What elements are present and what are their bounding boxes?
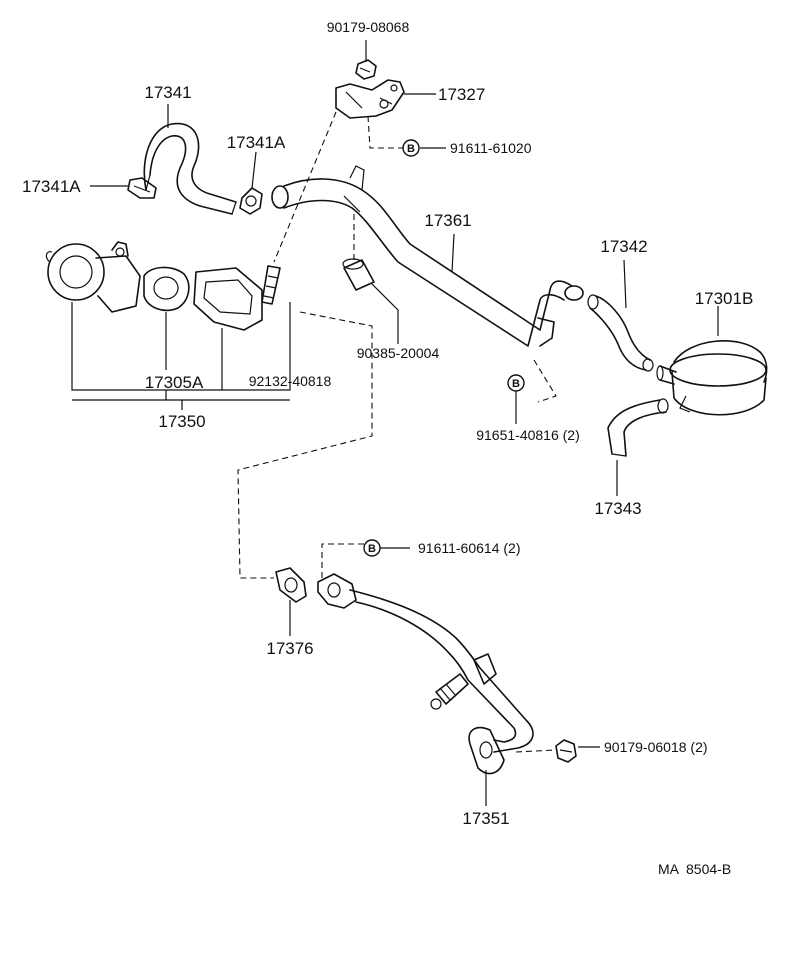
- part-labels: 90179-08068 17327 17341 91611-61020 1734…: [22, 19, 753, 877]
- label-17341A-left: 17341A: [22, 177, 81, 196]
- label-90179-08068: 90179-08068: [327, 19, 410, 35]
- label-90385-20004: 90385-20004: [357, 345, 440, 361]
- label-17361: 17361: [424, 211, 471, 230]
- svg-text:B: B: [407, 143, 415, 155]
- hose-17341: [143, 122, 237, 215]
- gasket-17305A: [143, 266, 190, 312]
- drawing-code: MA 8504-B: [658, 861, 731, 877]
- label-17305A: 17305A: [145, 373, 204, 392]
- label-17341: 17341: [144, 83, 191, 102]
- svg-text:B: B: [368, 543, 376, 555]
- nut-90179-06018: [555, 739, 577, 763]
- label-90179-06018: 90179-06018 (2): [604, 739, 708, 755]
- label-17350: 17350: [158, 412, 205, 431]
- hose-17343: [607, 398, 669, 457]
- label-91611-61020: 91611-61020: [450, 140, 532, 156]
- label-17342: 17342: [600, 237, 647, 256]
- label-17351: 17351: [462, 809, 509, 828]
- clip-17341A-right: [239, 187, 263, 215]
- label-91611-60614: 91611-60614 (2): [418, 540, 520, 556]
- pipe-17361: [271, 165, 584, 347]
- label-17376: 17376: [266, 639, 313, 658]
- label-17327: 17327: [438, 85, 485, 104]
- label-17341A-upper: 17341A: [227, 133, 286, 152]
- label-17301B: 17301B: [695, 289, 754, 308]
- pipe-17351: [317, 573, 534, 775]
- sleeve-90385-20004: [342, 258, 375, 291]
- bolt-marker-91611-61020: B: [402, 139, 420, 157]
- bracket-17327: [335, 79, 405, 119]
- nut-90179-08068: [355, 59, 377, 80]
- stud-92132-40818: [261, 265, 281, 305]
- label-92132-40818: 92132-40818: [249, 373, 332, 389]
- svg-text:B: B: [512, 378, 520, 390]
- reed-valve-17301B: [656, 340, 768, 416]
- gasket-17376: [275, 567, 307, 603]
- air-valve-assembly-17350: [45, 241, 141, 313]
- bolt-marker-91651-40816: B: [507, 374, 525, 392]
- hose-17342: [587, 294, 654, 372]
- leader-lines: [71, 40, 719, 806]
- label-91651-40816: 91651-40816 (2): [476, 427, 580, 443]
- bolt-marker-91611-60614: B: [363, 539, 381, 557]
- dashed-lines: [237, 111, 557, 753]
- valve-body-flange: [193, 267, 263, 331]
- label-17343: 17343: [594, 499, 641, 518]
- clip-17341A-left: [127, 177, 157, 199]
